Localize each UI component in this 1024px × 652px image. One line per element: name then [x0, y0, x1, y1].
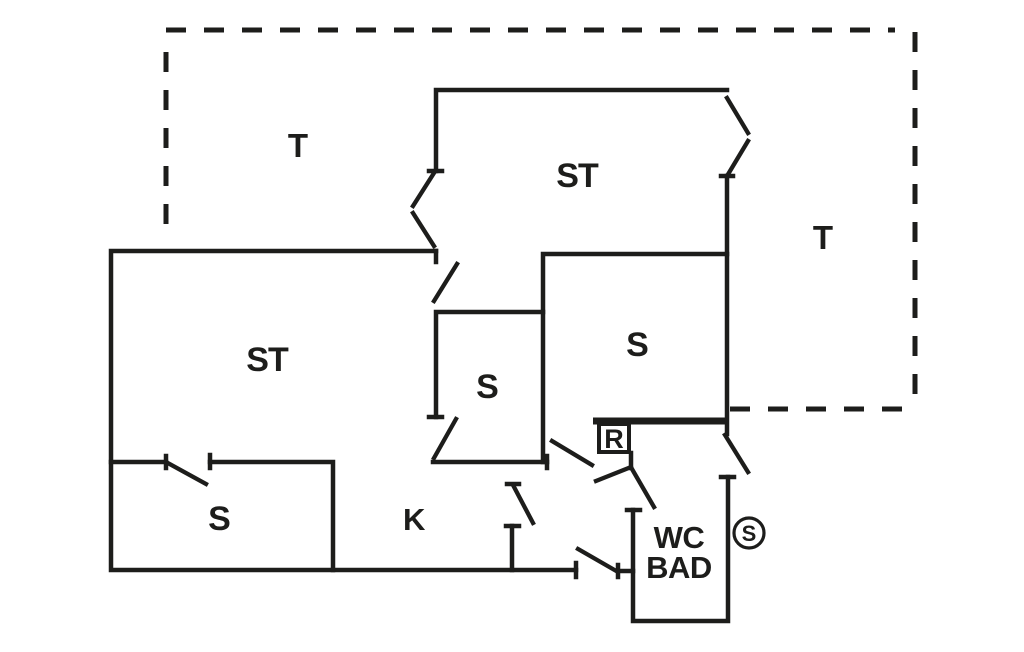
door-swing-terrace-left-lower — [410, 210, 437, 249]
s-marker-circle — [732, 516, 766, 550]
label-terrace-top: T — [288, 127, 308, 164]
wall-bedroom-left — [108, 459, 336, 573]
door-swing-passage-living — [431, 261, 460, 304]
door-swing-kitchen — [510, 482, 536, 526]
door-swing-bedroom-right-entry — [549, 438, 595, 468]
door-swing-hall-b — [629, 466, 657, 510]
wall-closet-middle — [430, 309, 550, 465]
label-r-marker: R — [604, 424, 624, 454]
label-bedroom-right: S — [626, 326, 648, 364]
label-bedroom-left: S — [208, 500, 230, 538]
door-swing-terrace-right-upper — [724, 95, 751, 136]
terrace-boundary-dashed — [163, 27, 918, 412]
wall-upper-room-top — [433, 87, 730, 174]
label-s-marker: S — [742, 521, 757, 546]
door-swing-entrance — [575, 546, 621, 575]
door-swing-bedroom-right-se — [722, 432, 751, 475]
wall-bedroom-right — [540, 251, 730, 465]
door-swing-closet — [431, 416, 459, 461]
label-livingroom-upper: ST — [556, 157, 599, 195]
wall-wc-bad — [630, 474, 731, 624]
label-bath-bad: BAD — [646, 550, 712, 585]
wall-hall-stubs — [509, 450, 636, 574]
door-swing-terrace-left-upper — [410, 170, 437, 209]
label-bedroom-middle: S — [476, 368, 498, 406]
door-swing-bedroom-left — [163, 459, 209, 487]
label-kitchen: K — [403, 502, 426, 537]
label-livingroom-left: ST — [246, 341, 289, 379]
label-bath-wc: WC — [654, 520, 705, 555]
door-swing-hall-a — [593, 464, 634, 484]
door-swing-terrace-right-lower — [724, 138, 751, 179]
wall-living-left-outline — [108, 248, 579, 573]
r-marker-box — [597, 422, 631, 454]
label-terrace-right: T — [813, 219, 833, 256]
door-swings — [163, 95, 751, 575]
